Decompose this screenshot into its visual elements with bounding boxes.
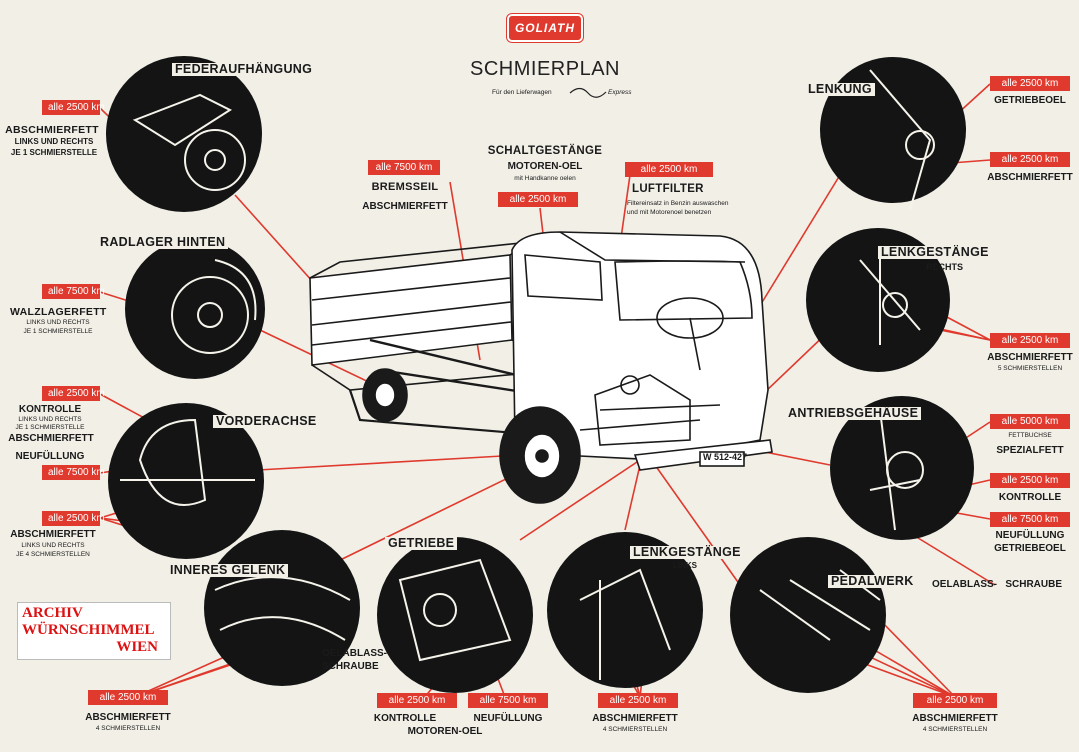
label-schaltgestaenge: SCHALTGESTÄNGE (487, 145, 603, 157)
stamp-line-2: WÜRNSCHIMMEL (22, 622, 155, 638)
badge-schaltgestaenge: alle 2500 km (498, 192, 578, 207)
label-federaufhaengung: FEDERAUFHÄNGUNG (172, 62, 316, 77)
license-plate: W 512-427 (703, 452, 748, 462)
label-inneres-gelenk: INNERES GELENK (167, 563, 289, 578)
note-schaltgestaenge: mit Handkanne oelen (514, 175, 576, 182)
task-lenkgestaenge-rechts: ABSCHMIERFETT (987, 352, 1073, 363)
badge-pedalwerk: alle 2500 km (913, 693, 997, 708)
note2-luftfilter: und mit Motorenoel benetzen (627, 209, 712, 216)
task-lenkung-2: ABSCHMIERFETT (987, 172, 1073, 183)
badge-lenkung-1: alle 2500 km (990, 76, 1070, 91)
screw-antriebsgehaeuse: OELABLASS- SCHRAUBE (932, 579, 1063, 590)
detail-pedalwerk (730, 537, 886, 693)
note-vorderachse-3b: JE 4 SCHMIERSTELLEN (16, 551, 90, 558)
task-bremsseil: ABSCHMIERFETT (362, 201, 448, 212)
task-antriebsgehaeuse-2: KONTROLLE (998, 492, 1062, 503)
badge-radlager: alle 7500 km (42, 284, 105, 299)
badge-lenkgestaenge-rechts: alle 2500 km (990, 333, 1070, 348)
label-luftfilter: LUFTFILTER (632, 183, 704, 195)
screw-getriebe-2: SCHRAUBE (322, 661, 379, 672)
badge-vorderachse-1: alle 2500 km (42, 386, 105, 401)
label-bremsseil: BREMSSEIL (371, 181, 439, 193)
detail-lenkgestaenge-links (547, 532, 703, 688)
badge-inneres-gelenk: alle 2500 km (88, 690, 168, 705)
task-inneres-gelenk: ABSCHMIERFETT (85, 712, 171, 723)
page-subtitle: Für den Lieferwagen (492, 89, 552, 96)
badge-antriebsgehaeuse-2: alle 2500 km (990, 473, 1070, 488)
label-lenkung: LENKUNG (805, 82, 875, 97)
truck-illustration (309, 231, 773, 504)
task-vorderachse-1b: ABSCHMIERFETT (8, 433, 94, 444)
note-pedalwerk: 4 SCHMIERSTELLEN (922, 726, 988, 733)
note-vorderachse-1b: JE 1 SCHMIERSTELLE (15, 424, 85, 431)
note-lenkgestaenge-links: 4 SCHMIERSTELLEN (602, 726, 668, 733)
side-lenkgestaenge-links: LINKS (673, 561, 697, 570)
task-getriebe-2: NEUFÜLLUNG (473, 713, 543, 724)
side-lenkgestaenge-rechts: RECHTS (926, 262, 964, 272)
stamp-line-3: WIEN (116, 639, 158, 655)
detail-sketches (120, 69, 935, 680)
note-antriebsgehaeuse-1: FETTBUCHSE (1008, 432, 1052, 439)
note2-radlager: JE 1 SCHMIERSTELLE (23, 328, 93, 335)
model-signature: Express (608, 89, 632, 96)
note2-federaufhaengung: JE 1 SCHMIERSTELLE (10, 148, 98, 157)
note-vorderachse-3a: LINKS UND RECHTS (21, 542, 85, 549)
page-title: SCHMIERPLAN (470, 58, 620, 80)
label-pedalwerk: PEDALWERK (828, 574, 917, 589)
badge-antriebsgehaeuse-3: alle 7500 km (990, 512, 1070, 527)
task-antriebsgehaeuse-3a: NEUFÜLLUNG (995, 530, 1065, 541)
task-lenkgestaenge-links: ABSCHMIERFETT (592, 713, 678, 724)
task-lenkung-1: GETRIEBEOEL (994, 95, 1066, 106)
detail-federaufhaengung (106, 56, 262, 212)
note-vorderachse-1a: LINKS UND RECHTS (18, 416, 82, 423)
detail-lenkgestaenge-rechts (806, 228, 950, 372)
badge-bremsseil: alle 7500 km (368, 160, 440, 175)
note-lenkgestaenge-rechts: 5 SCHMIERSTELLEN (997, 365, 1063, 372)
badge-getriebe-2: alle 7500 km (468, 693, 548, 708)
detail-lenkung (820, 57, 966, 203)
badge-federaufhaengung: alle 2500 km (42, 100, 105, 115)
task-antriebsgehaeuse-3b: GETRIEBEOEL (994, 543, 1066, 554)
task-radlager: WALZLAGERFETT (10, 306, 107, 318)
task-getriebe-1b: MOTOREN-OEL (407, 726, 483, 737)
detail-antriebsgehaeuse (830, 396, 974, 540)
label-vorderachse: VORDERACHSE (213, 414, 320, 429)
label-lenkgestaenge-rechts: LENKGESTÄNGE (878, 245, 992, 260)
badge-lenkgestaenge-links: alle 2500 km (598, 693, 678, 708)
task-getriebe-1a: KONTROLLE (373, 713, 437, 724)
badge-vorderachse-2: alle 7500 km (42, 465, 105, 480)
archive-stamp: ARCHIV WÜRNSCHIMMEL WIEN (17, 602, 171, 660)
label-lenkgestaenge-links: LENKGESTÄNGE (630, 545, 744, 560)
badge-getriebe-1: alle 2500 km (377, 693, 457, 708)
task-antriebsgehaeuse-1: SPEZIALFETT (996, 445, 1064, 456)
task-vorderachse-1: KONTROLLE (18, 404, 82, 415)
task-federaufhaengung: ABSCHMIERFETT (5, 124, 99, 136)
task-schaltgestaenge: MOTOREN-OEL (507, 161, 583, 172)
note1-luftfilter: Filtereinsatz in Benzin auswaschen (627, 200, 729, 207)
detail-radlager (125, 239, 265, 379)
screw-getriebe-1: OELABLASS- (322, 648, 387, 659)
note-inneres-gelenk: 4 SCHMIERSTELLEN (95, 725, 161, 732)
task-vorderachse-2: NEUFÜLLUNG (15, 451, 85, 462)
goliath-logo: GOLIATH (506, 13, 584, 43)
note1-radlager: LINKS UND RECHTS (26, 319, 90, 326)
badge-antriebsgehaeuse-1: alle 5000 km (990, 414, 1070, 429)
label-radlager: RADLAGER HINTEN (97, 235, 229, 250)
stamp-line-1: ARCHIV (22, 605, 83, 621)
note1-federaufhaengung: LINKS UND RECHTS (14, 137, 94, 146)
task-pedalwerk: ABSCHMIERFETT (912, 713, 998, 724)
badge-lenkung-2: alle 2500 km (990, 152, 1070, 167)
label-getriebe: GETRIEBE (385, 536, 458, 551)
model-signature-mark (569, 87, 607, 98)
task-vorderachse-3: ABSCHMIERFETT (10, 529, 96, 540)
badge-vorderachse-3: alle 2500 km (42, 511, 105, 526)
badge-luftfilter: alle 2500 km (625, 162, 713, 177)
label-antriebsgehaeuse: ANTRIEBSGEHÄUSE (785, 406, 922, 421)
